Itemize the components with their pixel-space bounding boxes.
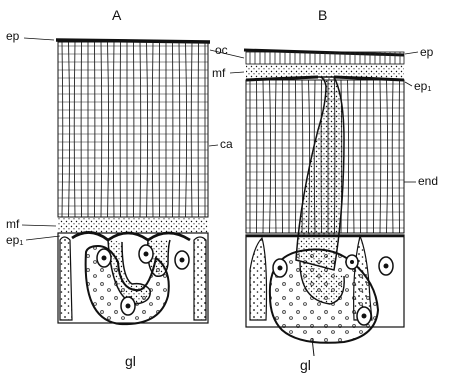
panel-a — [56, 40, 210, 324]
label-ep-left: ep — [6, 29, 20, 43]
epithelial-cell-right-a — [194, 237, 206, 320]
label-end: end — [418, 174, 438, 188]
panel-label-b: B — [318, 7, 327, 23]
panel-label-a: A — [112, 7, 122, 23]
label-ep1-right: ep₁ — [414, 79, 431, 93]
label-oc: oc — [215, 43, 228, 57]
epithelium-surface-a — [72, 232, 190, 240]
label-ca: ca — [220, 137, 233, 151]
label-ep1-left: ep₁ — [6, 233, 23, 247]
epithelial-cell-left-a — [60, 237, 72, 320]
membrane-band-b — [246, 64, 404, 78]
panel-b — [244, 50, 404, 356]
label-gl-right: gl — [300, 357, 311, 373]
outer-cuticle-band-b — [246, 52, 404, 64]
label-mf-right: mf — [212, 66, 226, 80]
label-ep-right: ep — [420, 45, 434, 59]
membrane-band-a — [58, 217, 208, 233]
gland-duct-b — [296, 77, 344, 270]
epithelial-cell-left-b — [250, 238, 267, 320]
cuticle-border-a — [58, 42, 208, 217]
label-gl-left: gl — [125, 353, 136, 369]
label-mf-left: mf — [6, 217, 20, 231]
cuticle-grid-a — [58, 42, 208, 217]
